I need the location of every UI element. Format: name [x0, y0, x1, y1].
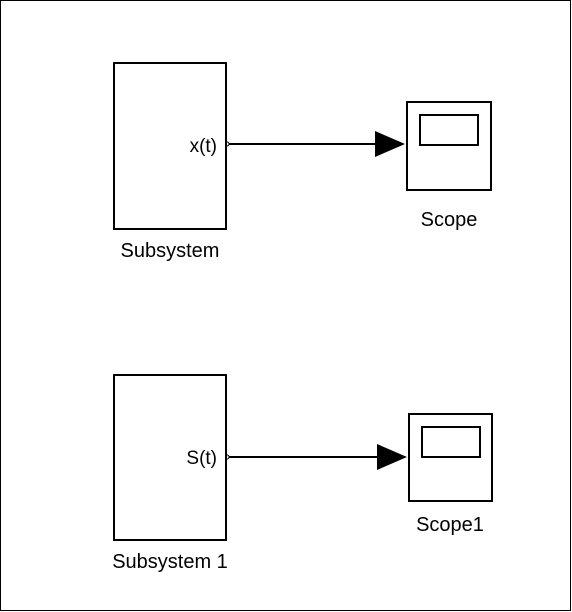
- arrowhead-scope1: [377, 444, 407, 470]
- subsystem1-label: Subsystem 1: [112, 551, 228, 573]
- subsystem-block[interactable]: x(t): [113, 62, 227, 230]
- scope1-label: Scope1: [416, 514, 484, 536]
- subsystem-label: Subsystem: [120, 240, 220, 262]
- port-label-xt: x(t): [189, 136, 217, 157]
- scope1-block[interactable]: [408, 413, 493, 502]
- subsystem1-block[interactable]: S(t): [113, 374, 227, 541]
- scope1-screen-icon: [421, 426, 481, 458]
- scope-label: Scope: [420, 209, 478, 231]
- scope-screen-icon: [419, 114, 479, 146]
- scope-block[interactable]: [406, 101, 492, 191]
- port-label-st: S(t): [186, 448, 217, 469]
- arrowhead-scope: [375, 131, 405, 157]
